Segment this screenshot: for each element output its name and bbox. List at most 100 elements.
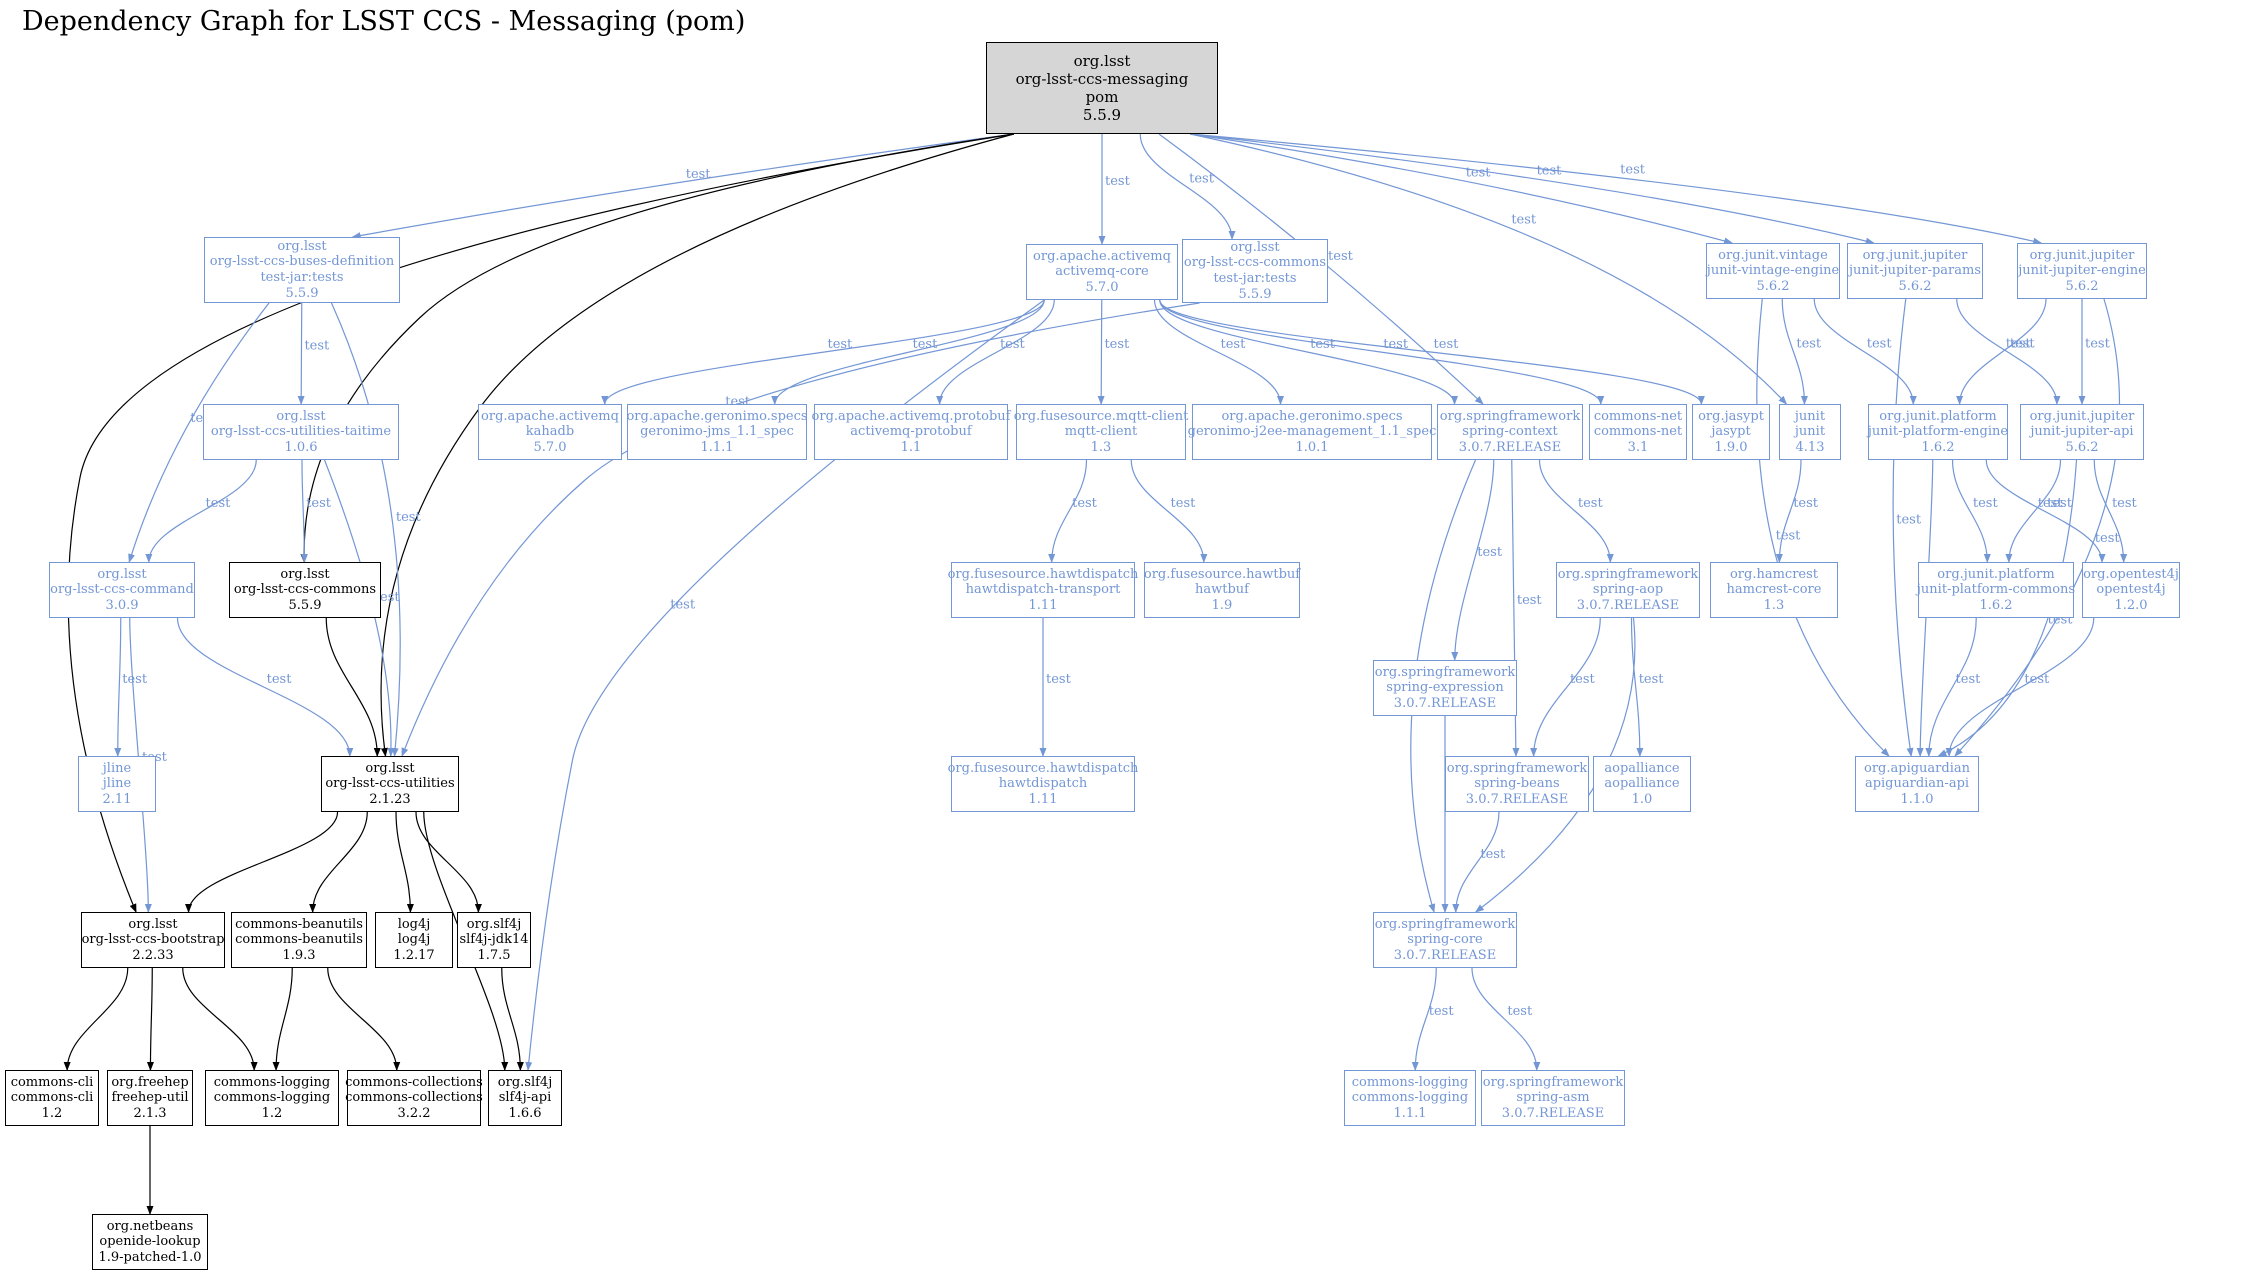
edge-scope-label: test [1507,1004,1533,1019]
edge-scope-label: test [912,337,938,352]
edge-spring-context--spring-beans [1511,459,1520,757]
node-label: 5.5.9 [285,285,319,301]
node-label: junit [1794,424,1826,440]
edge-scope-label: test [375,590,401,605]
edge-spring-context--spring-aop [1538,459,1614,563]
node-label: org.lsst [276,408,326,424]
node-label: junit-platform-commons [1916,582,2076,598]
edge-scope-label: test [1776,528,1802,543]
edge-scope-label: test [670,598,696,613]
edge-ccs-commons-tests--ccs-utilities [401,302,1200,757]
node-label: 1.11 [1028,597,1058,613]
node-label: org.apache.activemq.protobuf [811,408,1011,424]
node-label: pom [1085,88,1119,106]
edge-scope-label: test [1480,847,1506,862]
edge-jupiter-params--apiguardian [1892,298,1914,757]
edge-beanutils--commons-collections [327,967,401,1071]
edge-junit--hamcrest [1775,459,1802,563]
node-label: 2.11 [102,791,132,807]
node-label: 5.6.2 [1898,278,1932,294]
node-label: log4j [397,932,431,948]
edge-taitime--ccs-utilities [323,459,395,757]
node-label: junit [1794,408,1826,424]
node-label: 2.1.3 [133,1105,167,1121]
edge-slf4j-jdk14--slf4j-api [501,967,524,1071]
node-label: spring-expression [1386,680,1504,696]
edge-platform-engine--platform-commons [1951,459,1991,563]
edge-scope-label: test [1517,593,1543,608]
node-label: apiguardian-api [1864,776,1970,792]
node-label: commons-collections [345,1090,483,1106]
edge-mqtt--hawtbuf [1130,459,1208,563]
node-label: org-lsst-ccs-utilities-taitime [210,424,392,440]
node-label: org.apache.geronimo.specs [1221,408,1403,424]
edge-activemq-core--kahadb [601,299,1045,405]
node-label: org-lsst-ccs-messaging [1015,70,1189,88]
node-label: org-lsst-ccs-commons [1183,255,1327,271]
node-label: org.lsst [280,566,330,582]
node-label: jasypt [1711,424,1751,440]
node-label: 5.6.2 [2065,439,2099,455]
node-label: 1.3 [1763,597,1785,613]
node-label: hawtbuf [1195,582,1249,598]
node-label: org.apiguardian [1864,760,1970,776]
node-label: 2.1.23 [369,791,411,807]
edge-scope-label: test [1796,337,1822,352]
node-label: org.jasypt [1698,408,1764,424]
node-label: org.springframework [1439,408,1581,424]
node-label: spring-aop [1592,582,1664,598]
node-label: 1.6.2 [1921,439,1955,455]
node-label: org.slf4j [466,916,522,932]
node-label: 1.0.1 [1295,439,1329,455]
node-label: commons-beanutils [235,916,363,932]
edge-buses-definition--taitime [297,302,305,405]
edge-scope-label: test [1328,249,1354,264]
edge-ccs-utilities--bootstrap [185,811,339,913]
node-label: slf4j-api [498,1090,552,1106]
node-label: commons-cli [10,1074,94,1090]
edge-scope-label: test [2047,496,2073,511]
node-label: 5.5.9 [1238,286,1272,302]
node-label: 1.7.5 [477,947,511,963]
node-label: org.hamcrest [1729,566,1819,582]
edge-activemq-core--geronimo-j2ee [1153,299,1284,405]
edge-scope-label: test [2024,672,2050,687]
node-label: 1.2.0 [2114,597,2148,613]
edge-spring-context--spring-expression [1451,459,1495,661]
node-label: org.lsst [365,760,415,776]
node-label: org.fusesource.hawtdispatch [947,566,1139,582]
node-label: 1.0 [1631,791,1653,807]
node-label: org-lsst-ccs-buses-definition [209,254,395,270]
edge-scope-label: test [1429,1004,1455,1019]
node-label: org.junit.platform [1937,566,2055,582]
node-label: 5.6.2 [1756,278,1790,294]
edge-jupiter-api--apiguardian [1937,459,2078,757]
node-label: commons-logging [1351,1074,1469,1090]
node-label: opentest4j [2096,582,2166,598]
node-label: 1.1.1 [1393,1105,1427,1121]
node-label: hawtdispatch-transport [965,582,1121,598]
node-label: 3.0.9 [105,597,139,613]
node-label: org.fusesource.mqtt-client [1013,408,1189,424]
node-label: org.junit.jupiter [2029,408,2135,424]
edge-scope-label: test [267,672,293,687]
node-label: hamcrest-core [1726,582,1822,598]
edge-spring-aop--spring-beans [1530,617,1601,757]
edge-scope-label: test [2095,531,2121,546]
node-label: org.apache.geronimo.specs [626,408,808,424]
edge-activemq-core--mqtt [1097,299,1105,405]
node-label: org.springframework [1557,566,1699,582]
node-label: 5.5.9 [288,597,322,613]
edge-scope-label: test [1896,513,1922,528]
